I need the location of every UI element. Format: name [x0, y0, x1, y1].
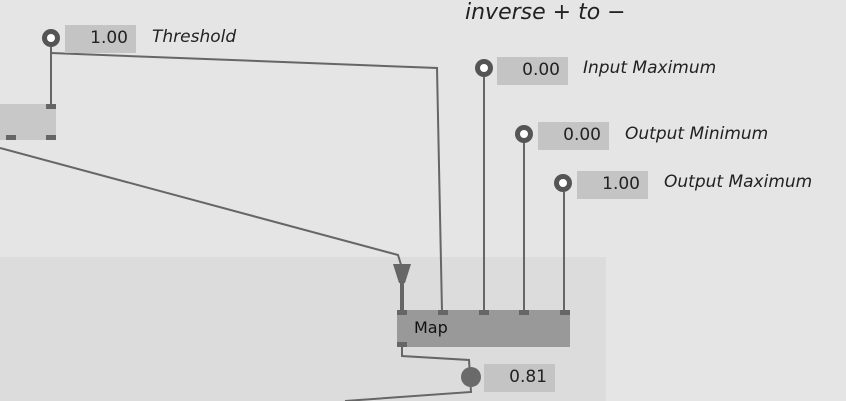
wire-left-node-to-map [0, 147, 403, 269]
threshold-knob-icon[interactable] [42, 29, 60, 47]
map-input-pin[interactable] [560, 310, 570, 315]
output-dot-icon [461, 367, 481, 387]
wire-threshold-to-map [50, 52, 443, 313]
output-maximum-label: Output Maximum [664, 172, 813, 192]
output-maximum-value-field[interactable]: 1.00 [577, 171, 648, 199]
left-node-input-pin[interactable] [46, 104, 56, 109]
output-maximum-knob-icon[interactable] [554, 174, 572, 192]
left-node-output-pin[interactable] [6, 135, 16, 140]
map-input-pin[interactable] [438, 310, 448, 315]
map-node[interactable]: Map [397, 310, 570, 347]
input-maximum-label: Input Maximum [583, 58, 717, 78]
input-maximum-knob-icon[interactable] [475, 59, 493, 77]
map-input-pin[interactable] [479, 310, 489, 315]
map-node-label: Map [414, 318, 448, 337]
patch-title: inverse + to − [465, 0, 626, 25]
threshold-label: Threshold [152, 27, 237, 47]
output-minimum-value-field[interactable]: 0.00 [538, 122, 609, 150]
map-output-pin[interactable] [397, 342, 407, 347]
threshold-value-field[interactable]: 1.00 [65, 25, 136, 53]
input-maximum-value-field[interactable]: 0.00 [497, 57, 568, 85]
map-input-pin[interactable] [397, 310, 407, 315]
wire-map-to-output [344, 347, 473, 401]
output-minimum-label: Output Minimum [625, 124, 769, 144]
funnel-input-icon [393, 264, 411, 283]
funnel-stem-icon [400, 283, 404, 311]
map-input-pin[interactable] [519, 310, 529, 315]
left-node-output-pin[interactable] [46, 135, 56, 140]
left-node[interactable] [0, 104, 56, 140]
output-value-display: 0.81 [484, 364, 555, 392]
output-minimum-knob-icon[interactable] [515, 125, 533, 143]
